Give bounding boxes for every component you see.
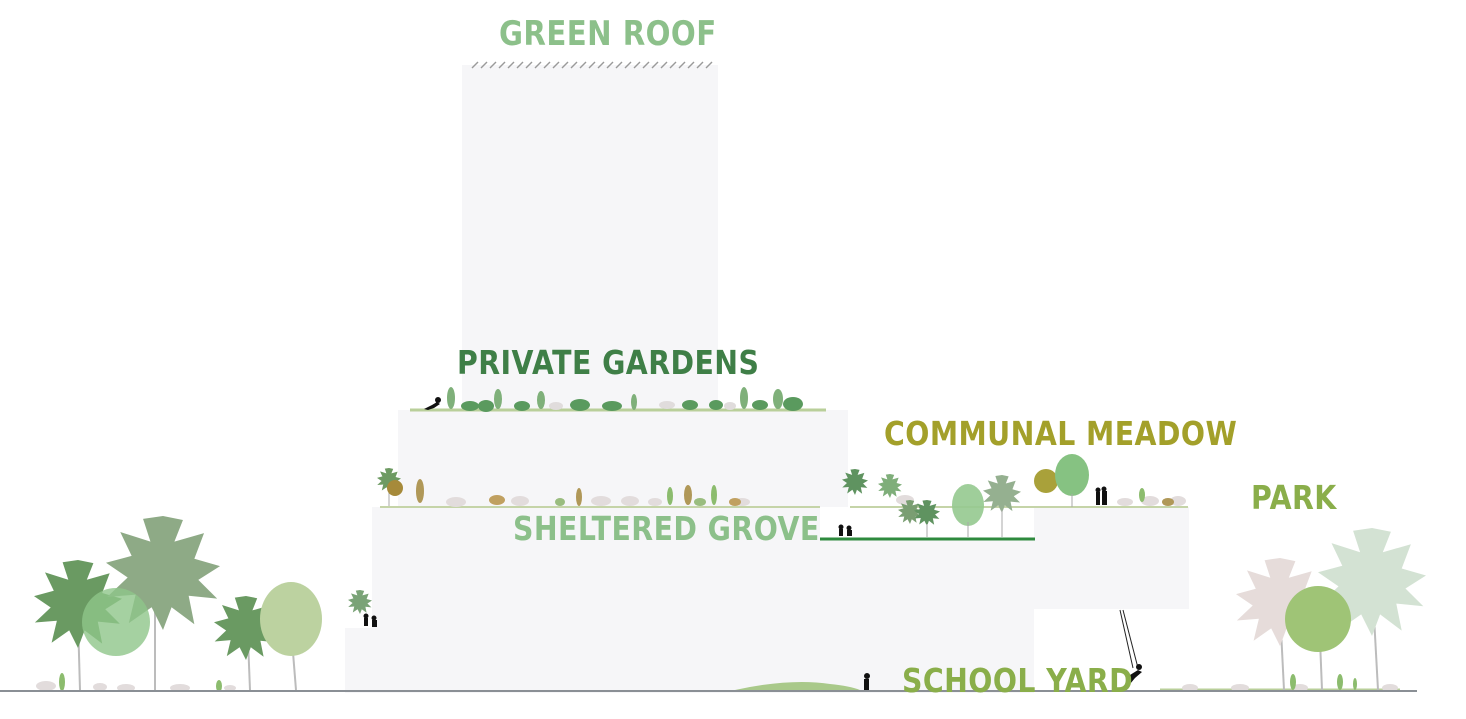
building-massing xyxy=(345,65,1189,693)
label-park: PARK xyxy=(1251,478,1337,517)
tower xyxy=(462,65,718,410)
low-block-left xyxy=(345,628,375,693)
upper-terrace-block xyxy=(398,410,848,507)
middle-terrace-planting xyxy=(377,468,820,508)
park-trees xyxy=(1182,528,1426,692)
swing-icon xyxy=(1119,609,1142,684)
label-private-gardens: PRIVATE GARDENS xyxy=(457,343,760,382)
middle-block xyxy=(372,507,820,693)
label-school-yard: SCHOOL YARD xyxy=(902,661,1134,700)
label-green-roof: GREEN ROOF xyxy=(499,14,717,54)
person-reclining-icon xyxy=(424,397,441,410)
left-trees xyxy=(34,516,322,692)
label-sheltered-grove: SHELTERED GROVE xyxy=(513,509,820,548)
label-communal-meadow: COMMUNAL MEADOW xyxy=(884,414,1238,453)
low-seating-planting xyxy=(348,590,377,627)
private-gardens-planting xyxy=(410,387,826,412)
right-block xyxy=(1034,507,1189,609)
child-figure-icon xyxy=(864,673,870,691)
people-standing-icon xyxy=(1095,486,1107,505)
sheltered-grove-planting xyxy=(820,475,1035,541)
green-roof-hatch xyxy=(471,61,713,69)
sheltered-grove-recess xyxy=(820,538,1034,693)
